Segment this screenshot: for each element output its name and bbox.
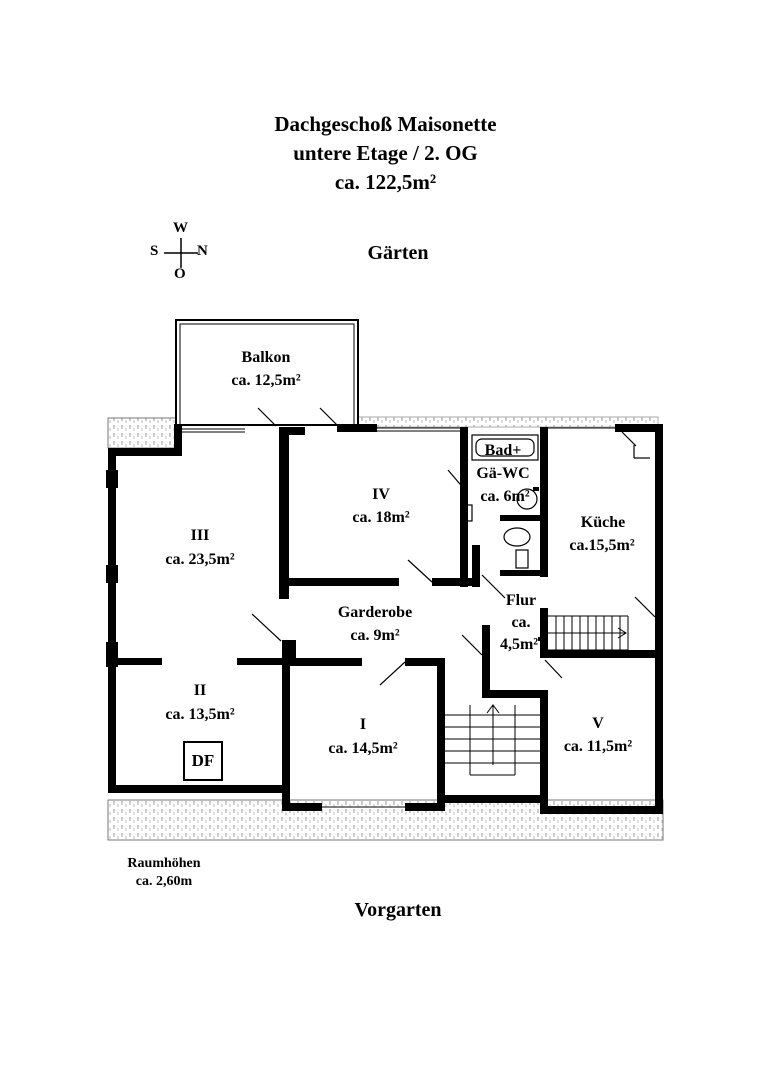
roof-strip-top-left [107,417,177,449]
room-bad-name: Bad+ [484,442,522,459]
bathroom-fixtures [465,434,539,569]
room-balkon-name: Balkon [241,349,291,366]
stairs-centre [445,704,540,776]
compass-east-label: O [174,266,186,282]
room-v-area: ca. 11,5m² [563,738,633,755]
room-flur-area1: ca. [511,614,531,631]
room-flur-name: Flur [505,592,537,609]
room-i-name: I [359,716,367,733]
ceiling-height-label: Raumhöhen [127,856,201,871]
room-i-area: ca. 14,5m² [328,740,398,757]
plan-title-area: ca. 122,5m² [334,170,437,194]
room-flur-area2: 4,5m² [499,636,539,653]
room-iii-area: ca. 23,5m² [165,551,235,568]
room-bad-area: ca. 6m² [480,488,530,505]
compass-north-label: N [197,243,208,259]
roof-strip-top-right [357,416,659,428]
room-garderobe-name: Garderobe [337,604,413,621]
room-garderobe-area: ca. 9m² [350,627,400,644]
left-wall-windows [106,470,118,667]
interior-walls [116,424,663,805]
room-v-name: V [592,715,604,732]
df-box: DF [183,741,223,781]
room-ii-name: II [193,682,207,699]
front-garden-label: Vorgarten [354,899,442,921]
plan-title-line1: Dachgeschoß Maisonette [274,112,497,136]
balcony-outline [175,319,359,426]
room-iv-area: ca. 18m² [352,509,410,526]
window-lines [182,427,640,811]
room-iii-name: III [190,527,210,544]
compass-south-label: S [150,243,159,259]
room-balkon-area: ca. 12,5m² [231,372,301,389]
ceiling-height-value: ca. 2,60m [135,874,193,889]
stairs-kitchen [548,615,629,651]
door-ticks [533,487,544,641]
compass-west-label: W [173,220,188,236]
room-ii-area: ca. 13,5m² [165,706,235,723]
compass-rose: W S N O [150,220,210,285]
plan-title-line2: untere Etage / 2. OG [293,141,478,165]
garden-label: Gärten [367,242,429,264]
door-markers [251,407,656,686]
room-bad-name2: Gä-WC [476,465,530,482]
room-iv-name: IV [372,486,390,503]
room-kueche-area: ca.15,5m² [569,537,635,554]
room-kueche-name: Küche [580,514,626,531]
compass-cross-icon [164,238,198,268]
